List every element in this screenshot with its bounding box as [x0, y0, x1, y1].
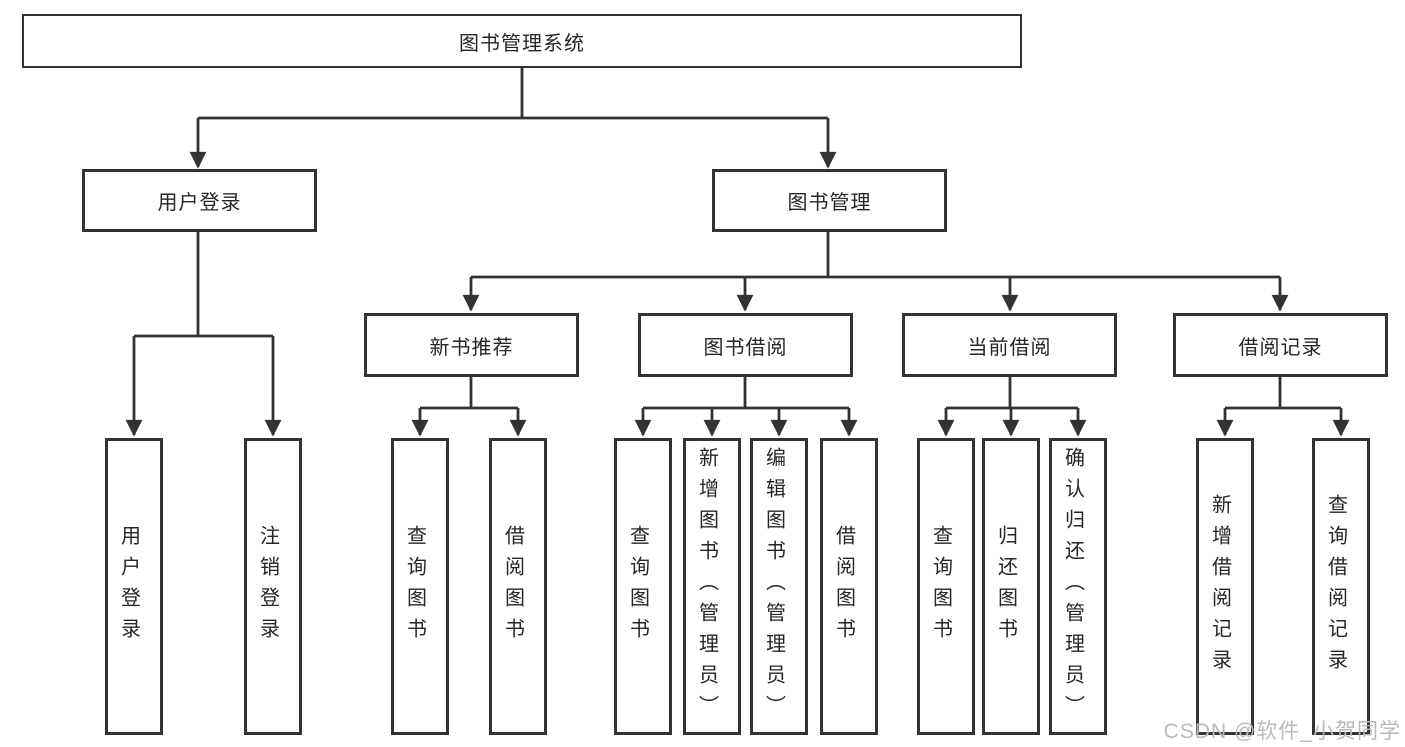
leaf-logout-label: 注销登录: [256, 524, 279, 649]
leaf-borrow-books-label: 借阅图书: [832, 524, 855, 649]
leaf-add-borrow-record-label: 新增借阅记录: [1208, 493, 1231, 680]
node-current-borrowing: 当前借阅: [902, 313, 1117, 377]
node-borrowing-records-label: 借阅记录: [1238, 336, 1323, 359]
connector-book-management-to-level3: [462, 232, 1289, 312]
leaf-query-books-borrow: 查询图书: [614, 438, 672, 735]
leaf-confirm-return-admin: 确认归还（管理员）: [1049, 438, 1107, 735]
leaf-query-borrow-record: 查询借阅记录: [1312, 438, 1370, 735]
node-book-management: 图书管理: [712, 169, 947, 232]
node-new-book-recommend: 新书推荐: [364, 313, 579, 377]
node-user-login: 用户登录: [82, 169, 317, 232]
node-book-management-label: 图书管理: [787, 192, 872, 214]
leaf-query-books-current: 查询图书: [917, 438, 975, 735]
leaf-query-books-current-label: 查询图书: [929, 524, 952, 649]
node-user-login-label: 用户登录: [157, 192, 242, 214]
leaf-add-books-admin-label: 新增图书（管理员）: [695, 447, 718, 726]
leaf-edit-books-admin-label: 编辑图书（管理员）: [762, 447, 785, 726]
leaf-user-login: 用户登录: [105, 438, 163, 735]
node-current-borrowing-label: 当前借阅: [967, 336, 1052, 359]
leaf-query-books-borrow-label: 查询图书: [626, 524, 649, 649]
node-root-label: 图书管理系统: [459, 32, 585, 55]
node-root-system: 图书管理系统: [22, 14, 1022, 68]
leaf-borrow-books: 借阅图书: [820, 438, 878, 735]
leaf-return-books-label: 归还图书: [994, 524, 1017, 649]
leaf-add-borrow-record: 新增借阅记录: [1196, 438, 1254, 735]
node-book-borrowing-label: 图书借阅: [703, 336, 788, 359]
leaf-logout: 注销登录: [244, 438, 302, 735]
connector-book-borrowing-to-leaves: [634, 377, 858, 437]
leaf-edit-books-admin: 编辑图书（管理员）: [750, 438, 808, 735]
connector-borrowing-records-to-leaves: [1216, 377, 1350, 437]
connector-current-borrowing-to-leaves: [937, 377, 1087, 437]
leaf-borrow-books-recommend: 借阅图书: [489, 438, 547, 735]
node-new-book-recommend-label: 新书推荐: [429, 336, 514, 359]
leaf-query-books-recommend: 查询图书: [391, 438, 449, 735]
leaf-borrow-books-recommend-label: 借阅图书: [501, 524, 524, 649]
leaf-add-books-admin: 新增图书（管理员）: [683, 438, 741, 735]
leaf-query-borrow-record-label: 查询借阅记录: [1324, 493, 1347, 680]
leaf-query-books-recommend-label: 查询图书: [403, 524, 426, 649]
leaf-return-books: 归还图书: [982, 438, 1040, 735]
leaf-user-login-label: 用户登录: [117, 524, 140, 649]
connector-user-login-to-leaves: [125, 232, 282, 437]
node-book-borrowing: 图书借阅: [638, 313, 853, 377]
connector-new-book-recommend-to-leaves: [411, 377, 527, 437]
connector-root-to-level2: [189, 68, 837, 169]
leaf-confirm-return-admin-label: 确认归还（管理员）: [1061, 447, 1084, 726]
node-borrowing-records: 借阅记录: [1173, 313, 1388, 377]
